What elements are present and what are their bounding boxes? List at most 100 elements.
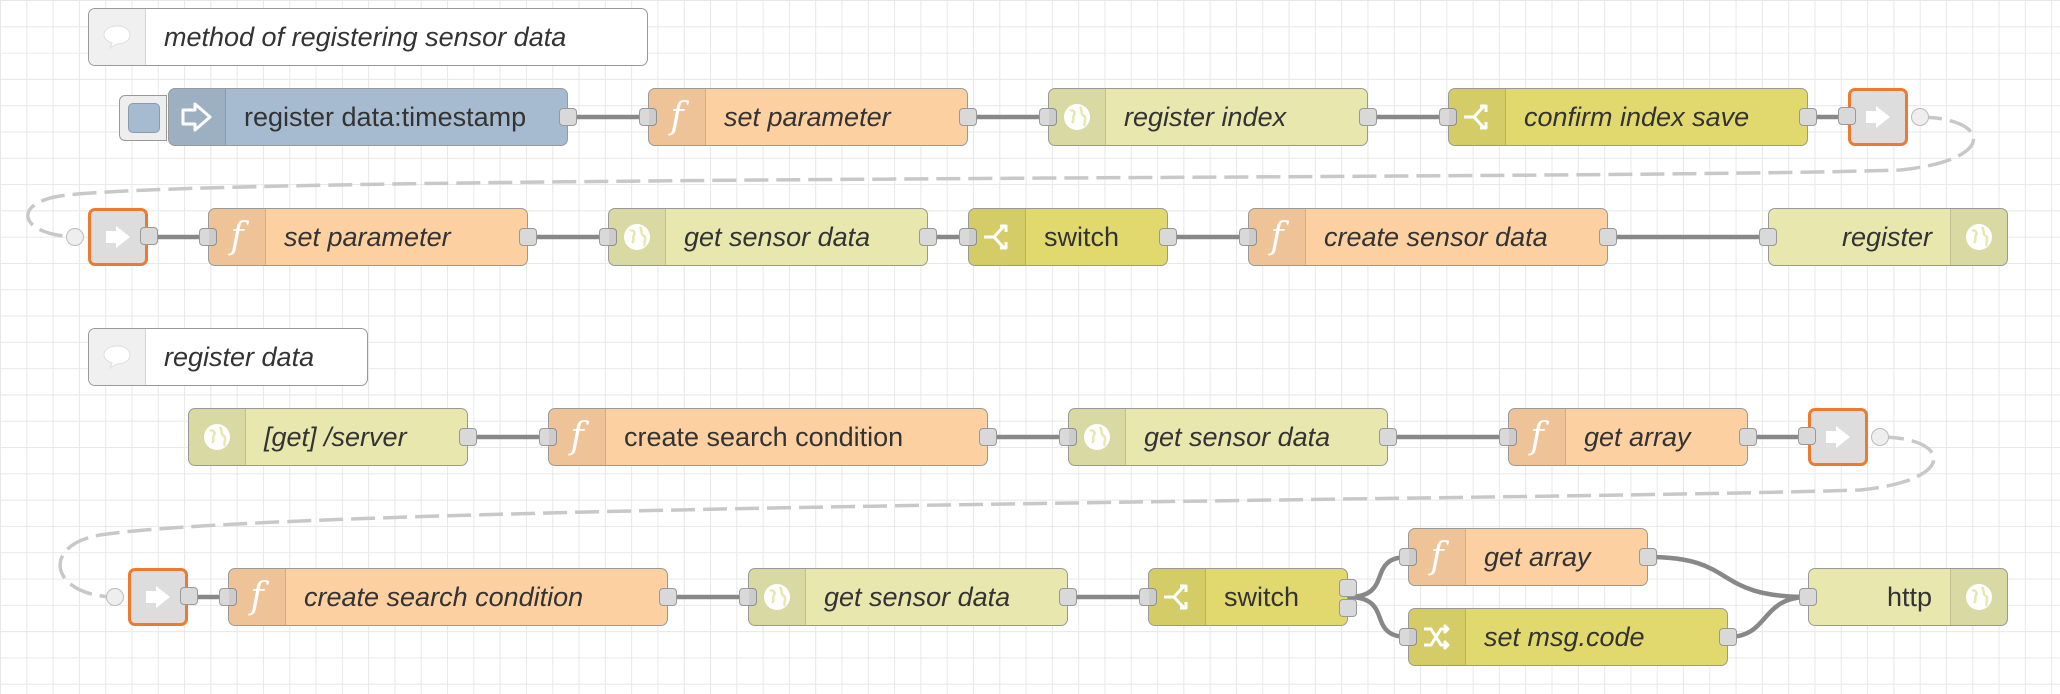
function-label: create search condition	[624, 421, 904, 452]
function-node[interactable]: f set parameter	[199, 208, 537, 266]
globe-icon	[1069, 409, 1126, 465]
globe-icon	[189, 409, 246, 465]
output-port[interactable]	[459, 428, 477, 446]
function-f-icon: f	[549, 409, 606, 465]
function-label: set parameter	[724, 101, 891, 132]
input-port[interactable]	[1399, 548, 1417, 566]
link-virtual-wire	[26, 115, 1976, 239]
output-port[interactable]	[1599, 228, 1617, 246]
wire[interactable]	[1647, 554, 1809, 600]
http-request-label: get sensor data	[684, 221, 871, 252]
input-port[interactable]	[539, 428, 557, 446]
output-port[interactable]	[919, 228, 937, 246]
http-in-node[interactable]: [get] /server	[188, 408, 477, 466]
function-node[interactable]: f create sensor data	[1239, 208, 1617, 266]
link-out-node[interactable]	[1838, 88, 1908, 146]
function-node[interactable]: f set parameter	[639, 88, 977, 146]
link-arrow-icon	[131, 571, 185, 623]
function-f-icon: f	[1509, 409, 1566, 465]
http-request-node[interactable]: register	[1759, 208, 2008, 266]
output-port[interactable]	[180, 587, 198, 605]
function-node[interactable]: f create search condition	[539, 408, 997, 466]
output-port[interactable]	[140, 227, 158, 245]
link-arrow-icon	[91, 211, 145, 263]
function-node[interactable]: f get array	[1499, 408, 1757, 466]
input-port[interactable]	[1439, 108, 1457, 126]
wire[interactable]	[1727, 594, 1809, 640]
http-response-node[interactable]: http	[1799, 568, 2008, 626]
http-response-label: http	[1886, 581, 1932, 612]
output-port[interactable]	[559, 108, 577, 126]
output-port[interactable]	[1059, 588, 1077, 606]
http-request-label: register	[1841, 221, 1932, 252]
http-request-node[interactable]: register index	[1039, 88, 1377, 146]
switch-node[interactable]: switch	[959, 208, 1177, 266]
input-port[interactable]	[1399, 628, 1417, 646]
comment-label: method of registering sensor data	[164, 21, 567, 52]
input-port[interactable]	[1139, 588, 1157, 606]
function-f-icon: f	[229, 569, 286, 625]
inject-node[interactable]: register data:timestamp	[119, 88, 577, 146]
output-port[interactable]	[1339, 579, 1357, 597]
comment-node[interactable]: register data	[88, 328, 368, 386]
inject-button[interactable]	[119, 95, 167, 141]
input-port[interactable]	[1059, 428, 1077, 446]
http-request-node[interactable]: get sensor data	[599, 208, 937, 266]
output-port[interactable]	[1719, 628, 1737, 646]
link-out-node[interactable]	[1798, 408, 1868, 466]
input-port[interactable]	[199, 228, 217, 246]
output-port[interactable]	[1339, 599, 1357, 617]
output-port[interactable]	[519, 228, 537, 246]
link-in-node[interactable]	[128, 568, 198, 626]
function-f-icon: f	[209, 209, 266, 265]
function-node[interactable]: f get array	[1399, 528, 1657, 586]
link-virtual-wire	[58, 435, 1936, 599]
output-port[interactable]	[1799, 108, 1817, 126]
function-f-icon: f	[1249, 209, 1306, 265]
input-port[interactable]	[1239, 228, 1257, 246]
http-request-label: get sensor data	[1144, 421, 1331, 452]
input-port[interactable]	[1039, 108, 1057, 126]
globe-icon	[1950, 569, 2007, 625]
function-f-icon: f	[649, 89, 706, 145]
output-port[interactable]	[1379, 428, 1397, 446]
output-port[interactable]	[1159, 228, 1177, 246]
output-port[interactable]	[959, 108, 977, 126]
output-port[interactable]	[659, 588, 677, 606]
input-port[interactable]	[1499, 428, 1517, 446]
change-label: set msg.code	[1484, 621, 1645, 652]
output-port[interactable]	[1639, 548, 1657, 566]
switch-node[interactable]: confirm index save	[1439, 88, 1817, 146]
globe-icon	[749, 569, 806, 625]
input-port[interactable]	[739, 588, 757, 606]
function-node[interactable]: f create search condition	[219, 568, 677, 626]
input-port[interactable]	[959, 228, 977, 246]
link-in-node[interactable]	[88, 208, 158, 266]
switch-fork-icon	[1449, 89, 1506, 145]
wire[interactable]	[1347, 554, 1409, 600]
function-label: get array	[1484, 541, 1591, 572]
globe-icon	[609, 209, 666, 265]
speech-bubble-icon	[89, 9, 146, 65]
input-port[interactable]	[1838, 107, 1856, 125]
function-label: create search condition	[304, 581, 584, 612]
output-port[interactable]	[1739, 428, 1757, 446]
input-port[interactable]	[639, 108, 657, 126]
function-label: create sensor data	[1324, 221, 1548, 252]
input-port[interactable]	[599, 228, 617, 246]
wire[interactable]	[1347, 594, 1409, 640]
change-node[interactable]: set msg.code	[1399, 608, 1737, 666]
http-request-node[interactable]: get sensor data	[1059, 408, 1397, 466]
http-request-node[interactable]: get sensor data	[739, 568, 1077, 626]
input-port[interactable]	[1798, 427, 1816, 445]
switch-node[interactable]: switch	[1139, 568, 1357, 626]
comment-node[interactable]: method of registering sensor data	[88, 8, 648, 66]
http-in-label: [get] /server	[264, 421, 407, 452]
inject-label: register data:timestamp	[244, 101, 527, 132]
output-port[interactable]	[979, 428, 997, 446]
input-port[interactable]	[1759, 228, 1777, 246]
speech-bubble-icon	[89, 329, 146, 385]
input-port[interactable]	[1799, 588, 1817, 606]
input-port[interactable]	[219, 588, 237, 606]
output-port[interactable]	[1359, 108, 1377, 126]
